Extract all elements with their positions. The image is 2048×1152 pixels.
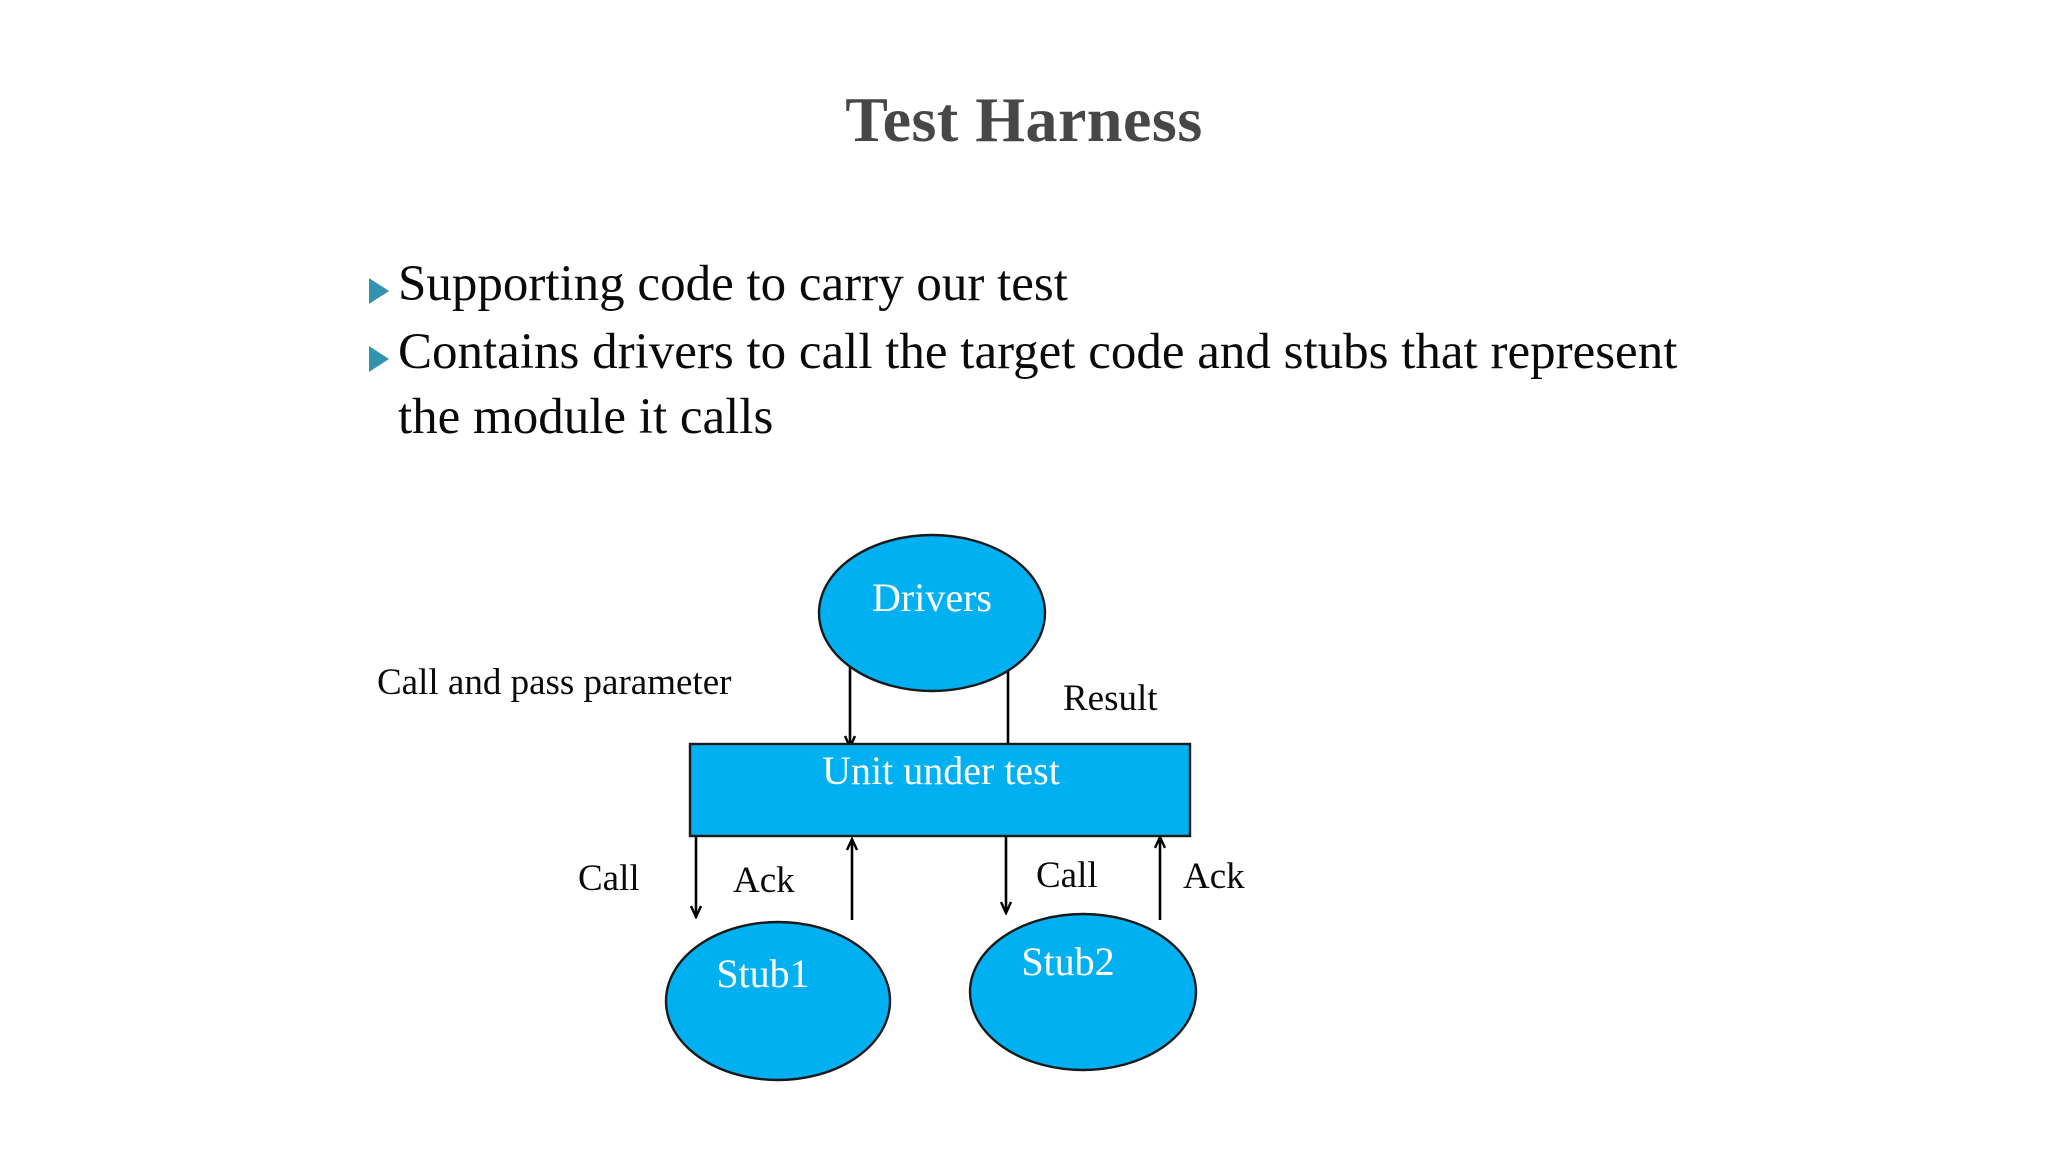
list-item: Contains drivers to call the target code…	[366, 320, 1686, 449]
node-stub1[interactable]	[664, 920, 892, 1082]
edge-label-result: Result	[1063, 678, 1158, 719]
edge-label-call-stub2: Call	[1036, 855, 1098, 896]
node-stub2[interactable]	[968, 912, 1198, 1072]
edge-label-ack-stub2: Ack	[1183, 856, 1245, 897]
node-stub1-label: Stub1	[716, 951, 809, 996]
list-item: Supporting code to carry our test	[366, 252, 1686, 316]
list-item-label: Contains drivers to call the target code…	[398, 324, 1678, 445]
node-unit-under-test[interactable]	[688, 742, 1192, 838]
edge-label-call-and-pass-parameter: Call and pass parameter	[377, 662, 731, 703]
triangle-bullet-icon	[366, 344, 392, 374]
node-drivers[interactable]	[817, 533, 1047, 693]
node-unit-under-test-label: Unit under test	[822, 748, 1060, 793]
edge-label-call-stub1: Call	[578, 858, 640, 899]
list-item-label: Supporting code to carry our test	[398, 256, 1068, 312]
node-stub2-label: Stub2	[1021, 939, 1114, 984]
edge-label-ack-stub1: Ack	[733, 860, 795, 901]
bullet-list: Supporting code to carry our test Contai…	[366, 252, 1686, 453]
triangle-bullet-icon	[366, 276, 392, 306]
node-drivers-label: Drivers	[872, 575, 992, 620]
page-title: Test Harness	[845, 84, 1203, 155]
